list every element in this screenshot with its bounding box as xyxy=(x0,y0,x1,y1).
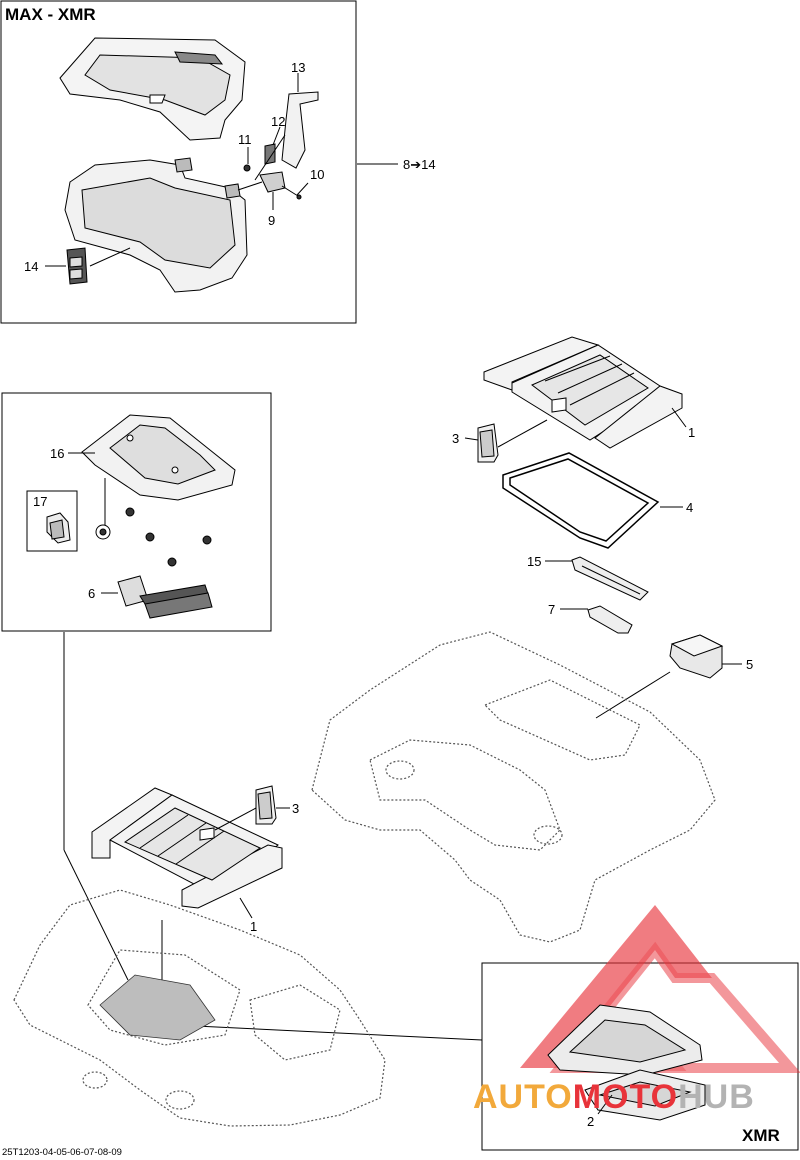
callout-3-bottom: 3 xyxy=(292,801,300,816)
box-cushion-5 xyxy=(669,634,724,679)
hardware-leader-lines xyxy=(63,452,129,981)
rear-rack-1 xyxy=(483,336,683,449)
callout-16: 16 xyxy=(50,446,65,461)
bracket-3-bottom xyxy=(255,785,277,825)
tray-16 xyxy=(81,414,236,501)
watermark-part-moto: MOTO xyxy=(572,1078,679,1116)
storage-lid-max xyxy=(59,37,246,141)
storage-tub-max xyxy=(64,157,248,293)
max-leader-lines xyxy=(45,73,398,267)
latch-part-14 xyxy=(66,247,88,285)
callout-7: 7 xyxy=(548,602,556,617)
strap-15 xyxy=(571,556,649,601)
part-17-frame xyxy=(26,490,78,552)
harness-6 xyxy=(117,575,213,619)
front-storage-floor xyxy=(99,974,216,1041)
callout-2: 2 xyxy=(587,1114,595,1129)
watermark-part-hub: HUB xyxy=(678,1078,755,1116)
clips-hardware xyxy=(95,507,212,567)
max-xmr-frame xyxy=(0,0,357,324)
callout-10: 10 xyxy=(310,167,325,182)
rear-fender-dotted xyxy=(311,631,716,943)
latch-assembly-parts xyxy=(243,91,319,200)
drawing-code: 25T1203-04-05-06-07-08-09 xyxy=(2,1147,122,1158)
clip-17 xyxy=(46,512,71,544)
watermark-text: AUTOMOTOHUB xyxy=(473,1080,755,1114)
callout-14: 14 xyxy=(24,259,39,274)
callout-11: 11 xyxy=(238,132,252,147)
bracket-7 xyxy=(587,605,633,634)
callout-4: 4 xyxy=(686,500,694,515)
watermark-part-auto: AUTO xyxy=(473,1078,573,1116)
gasket-4 xyxy=(502,452,660,549)
callout-12: 12 xyxy=(271,114,286,129)
title-xmr: XMR xyxy=(742,1126,780,1145)
hardware-frame xyxy=(1,392,272,632)
callout-1-top: 1 xyxy=(688,425,696,440)
callout-15: 15 xyxy=(527,554,542,569)
front-rack-1 xyxy=(91,787,283,909)
callout-1-bottom: 1 xyxy=(250,919,258,934)
callout-6: 6 xyxy=(88,586,96,601)
xmr-tray-2 xyxy=(547,1004,706,1121)
top-right-leader-lines xyxy=(464,407,742,719)
xmr-leader-lines xyxy=(597,1094,613,1115)
callout-5: 5 xyxy=(746,657,754,672)
callout-9: 9 xyxy=(268,213,276,228)
callout-13: 13 xyxy=(291,60,306,75)
front-fender-dotted xyxy=(13,889,386,1127)
title-max-xmr: MAX - XMR xyxy=(5,5,96,24)
callout-17: 17 xyxy=(33,494,48,509)
group-ref-label: 8➔14 xyxy=(403,157,436,172)
bracket-3-top xyxy=(477,423,499,463)
callout-3-top: 3 xyxy=(452,431,460,446)
